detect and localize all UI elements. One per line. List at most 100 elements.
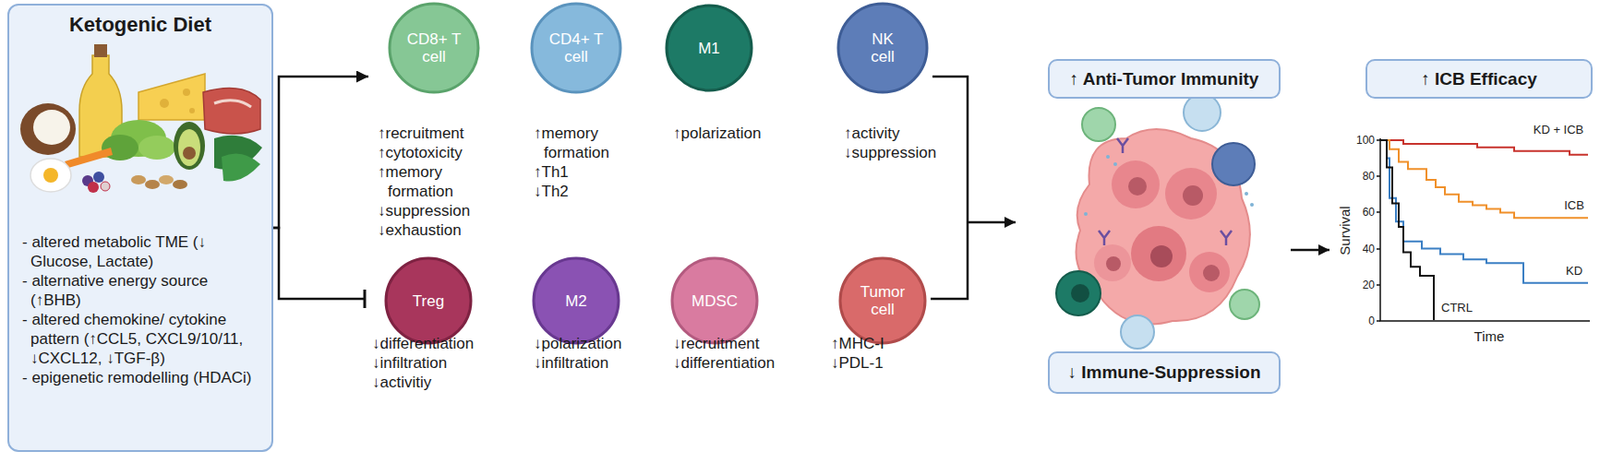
curve-label: CTRL (1441, 300, 1473, 315)
food-illustration (189, 108, 195, 114)
food-illustration (214, 100, 252, 108)
bracket-lines (930, 76, 1330, 300)
tumor-illustration (1182, 185, 1204, 206)
axis-tick: 40 (1362, 242, 1375, 256)
food-illustration (87, 181, 99, 193)
effect-text: ↑Th1 (533, 162, 654, 182)
cell-body (840, 258, 926, 344)
cell-name: M1 (681, 39, 737, 58)
food-illustration (182, 88, 191, 97)
food-illustration (100, 181, 110, 192)
food-illustration (20, 103, 76, 156)
food-illustration (30, 158, 72, 193)
cell-node: M2 ↓polarization↓infiltration (528, 258, 663, 373)
food-illustration (101, 134, 139, 161)
cell-name: CD4+ T cell (543, 30, 609, 66)
cell-node: CD4+ T cell ↑memory formation↑Th1↓Th2 (517, 3, 654, 202)
cell-node: M1 ↑polarization (664, 5, 812, 144)
axis-tick: 0 (1368, 314, 1375, 328)
effect-text: ↑cytotoxicity (377, 143, 507, 163)
cell-body (672, 258, 758, 344)
tumor-illustration (1094, 244, 1131, 282)
food-illustration (172, 180, 188, 190)
axis-tick: 80 (1362, 169, 1375, 183)
effect-text: ↓recruitment (673, 334, 821, 354)
effect-text: ↑memory formation (533, 123, 654, 163)
axis-tick: 100 (1356, 133, 1375, 147)
tumor-illustration (1130, 226, 1187, 282)
cell-name: M2 (543, 292, 609, 311)
food-illustration (94, 44, 108, 58)
cell-name: Treg (396, 292, 461, 311)
food-illustration (93, 171, 105, 183)
effect-text: ↑activity (843, 123, 955, 144)
tumor-illustration (1150, 245, 1173, 268)
tumor-illustration (1165, 168, 1217, 220)
bracket-lines (1290, 249, 1330, 253)
food-illustration (173, 121, 205, 170)
effect-text: ↓PDL-1 (830, 353, 942, 373)
diet-panel: Ketogenic Diet- altered metabolic TME (↓… (7, 3, 274, 453)
tumor-illustration (1212, 143, 1255, 186)
tumor-illustration (1183, 94, 1221, 132)
cell-node: NK cell↑activity↓suppression (830, 3, 955, 163)
tumor-illustration (1128, 177, 1147, 196)
tumor-illustration (1203, 264, 1220, 282)
outcome-box: ↓ Immune-Suppression (1047, 351, 1281, 395)
tumor-illustration (1056, 94, 1260, 349)
tumor-illustration (1056, 271, 1101, 316)
food-illustration (158, 175, 174, 185)
bracket-lines (967, 221, 1016, 225)
effect-text: ↓activitiy (372, 372, 525, 393)
food-illustration (144, 180, 160, 190)
bullet-text: - epigenetic remodelling (HDACi) (22, 368, 263, 388)
tumor-illustration (1244, 192, 1249, 196)
effect-text: ↓infiltration (533, 353, 663, 373)
food-illustration (43, 168, 59, 183)
tumor-illustration (1082, 108, 1116, 142)
tumor-illustration (1083, 212, 1088, 217)
effect-text: ↑polarization (673, 123, 812, 144)
cell-body (838, 3, 927, 93)
food-illustration (131, 175, 146, 185)
food-illustration (221, 153, 261, 181)
cell-name: Tumor cell (854, 283, 911, 319)
effect-text: ↓infiltration (372, 353, 525, 373)
food-illustration (64, 147, 113, 169)
effect-text: ↑memory formation (377, 162, 507, 202)
bracket-lines (930, 76, 968, 300)
promote-arrow (273, 76, 369, 229)
cell-node: CD8+ T cell ↑recruitment↑cytotoxicity↑mem… (369, 3, 507, 241)
food-illustration (159, 98, 169, 109)
cell-body (533, 258, 619, 344)
cell-body (385, 258, 471, 344)
survival-curve (1380, 140, 1588, 218)
cell-node: MDSC↓recruitment↓differentiation (666, 258, 821, 373)
curve-label: ICB (1563, 198, 1585, 213)
box-label: ↑ Anti-Tumor Immunity (1070, 69, 1260, 90)
effect-text: ↓suppression (377, 201, 507, 221)
cell-body (666, 5, 752, 91)
effect-text: ↓differentiation (372, 334, 525, 354)
tumor-illustration (1120, 315, 1155, 349)
tumor-illustration (1098, 138, 1232, 246)
inhibit-arrow (273, 228, 365, 300)
tumor-illustration (1229, 289, 1260, 320)
effect-text: ↑recruitment (377, 123, 507, 144)
bullet-text: - altered chemokine/ cytokine pattern (↑… (22, 310, 263, 369)
cell-name: CD8+ T cell (401, 30, 467, 66)
tumor-illustration (1189, 252, 1230, 293)
outcome-box: ↑ ICB Efficacy (1365, 59, 1593, 99)
effect-text: ↓Th2 (533, 181, 654, 202)
chart-axes (1380, 138, 1590, 322)
food-illustration (203, 88, 261, 135)
cell-name: NK cell (859, 30, 906, 66)
effect-text: ↓polarization (533, 334, 663, 354)
food-illustration (138, 73, 205, 121)
tumor-illustration (1250, 203, 1254, 207)
tumor-illustration (1106, 256, 1121, 272)
box-label: ↑ ICB Efficacy (1420, 69, 1538, 90)
curve-label: KD (1565, 264, 1583, 278)
